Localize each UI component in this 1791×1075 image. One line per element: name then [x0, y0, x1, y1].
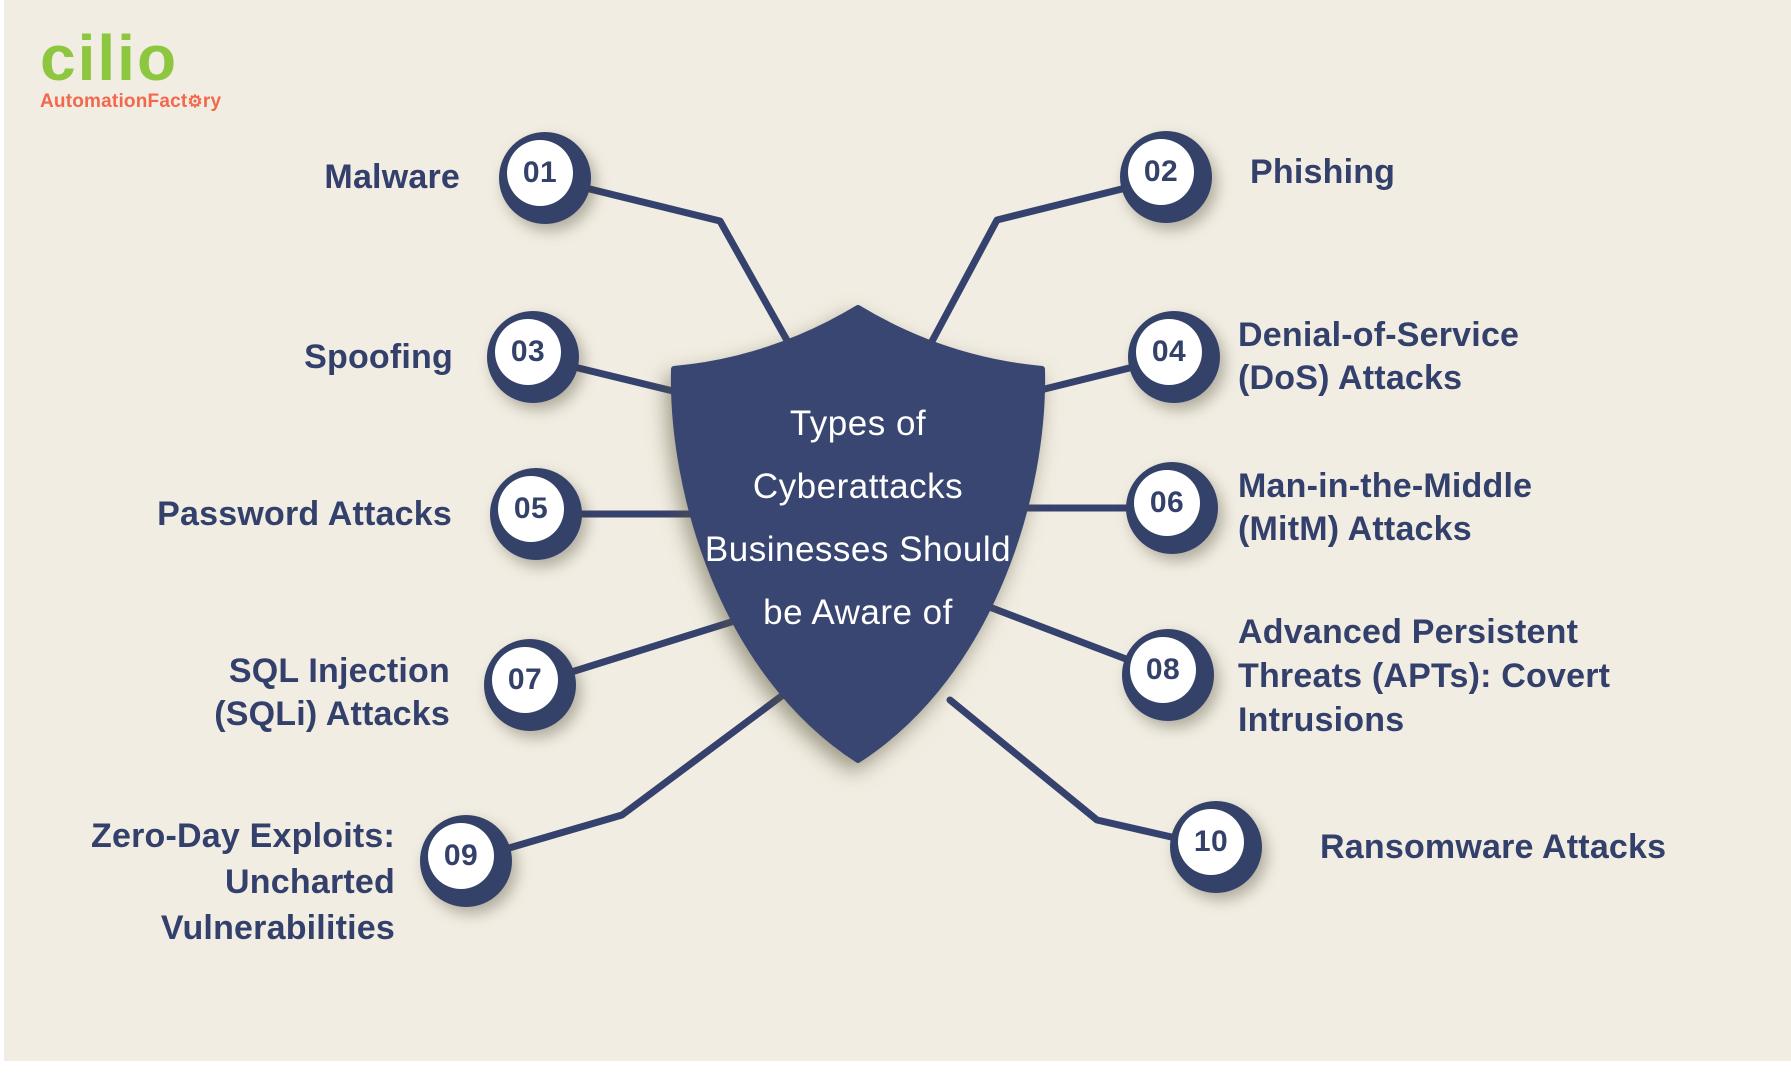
brand-name: cilio [40, 22, 179, 94]
item-10-label: Ransomware Attacks [1320, 828, 1667, 866]
brand-tagline-prefix: AutomationFact [40, 91, 188, 112]
shield-title: Types of Cyberattacks Businesses Should … [704, 404, 1012, 632]
item-09-label: Zero-Day Exploits: Uncharted Vulnerabili… [91, 817, 395, 947]
item-02-badge: 02 [1120, 131, 1212, 223]
item-06-badge: 06 [1126, 462, 1218, 554]
item-10-number: 10 [1178, 809, 1244, 875]
item-01-label: Malware [324, 158, 460, 196]
item-04-number: 04 [1136, 319, 1202, 385]
item-06-label: Man-in-the-Middle (MitM) Attacks [1238, 467, 1533, 548]
item-08-label: Advanced Persistent Threats (APTs): Cove… [1238, 613, 1611, 739]
gear-icon: ⚙ [187, 92, 203, 111]
item-08-number: 08 [1130, 637, 1196, 703]
item-04-label: Denial-of-Service (DoS) Attacks [1238, 316, 1520, 397]
item-01-number: 01 [507, 140, 573, 206]
item-02-label: Phishing [1250, 153, 1396, 191]
connector-01 [541, 174, 802, 364]
item-03-badge: 03 [487, 311, 579, 403]
item-01-badge: 01 [499, 132, 591, 224]
item-03-label: Spoofing [304, 338, 453, 376]
connector-09 [464, 656, 834, 864]
connector-02 [918, 174, 1170, 364]
item-06-number: 06 [1134, 470, 1200, 536]
item-04-badge: 04 [1128, 311, 1220, 403]
item-08-badge: 08 [1122, 629, 1214, 721]
item-10-badge: 10 [1170, 801, 1262, 893]
item-07-number: 07 [492, 647, 558, 713]
item-05-number: 05 [498, 476, 564, 542]
brand-tagline-suffix: ry [202, 91, 222, 112]
item-09-number: 09 [428, 823, 494, 889]
item-03-number: 03 [495, 319, 561, 385]
brand-tagline: AutomationFact⚙ry [40, 92, 221, 111]
brand-logo: cilio AutomationFact⚙ry [40, 26, 221, 111]
shield [670, 305, 1046, 763]
item-07-badge: 07 [484, 639, 576, 731]
item-05-label: Password Attacks [157, 495, 452, 533]
item-07-label: SQL Injection (SQLi) Attacks [214, 652, 450, 733]
item-09-badge: 09 [420, 815, 512, 907]
item-05-badge: 05 [490, 468, 582, 560]
item-02-number: 02 [1128, 139, 1194, 205]
